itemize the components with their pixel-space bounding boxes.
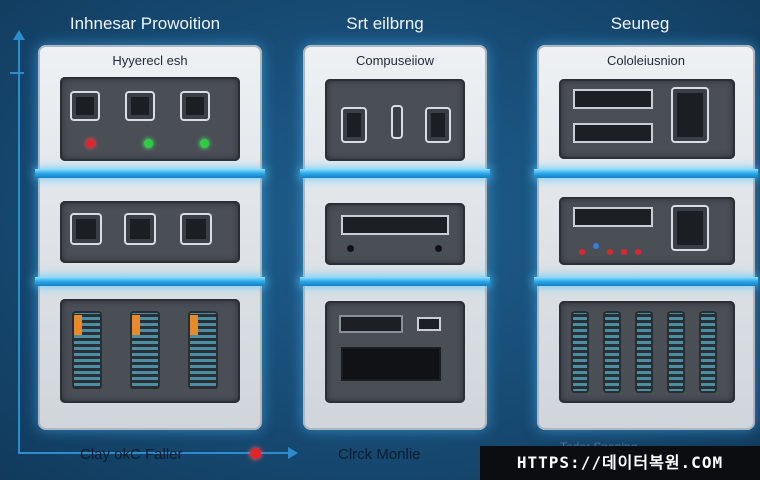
controller-slot <box>559 197 735 265</box>
drive-bar <box>573 207 653 227</box>
ethernet-port-icon <box>124 213 156 245</box>
rack-divider <box>300 169 490 178</box>
server-rack-right: Cololeiusnion <box>534 45 758 430</box>
module-chip-icon <box>132 315 140 335</box>
axis-tick <box>10 72 24 74</box>
drive-slot-bar <box>341 215 449 235</box>
heading-right: Seuneg <box>610 14 670 33</box>
storage-slot <box>559 79 735 159</box>
panel-title-right: Cololeiusnion <box>606 53 686 68</box>
ethernet-port-icon <box>180 91 210 121</box>
network-switch-slot <box>60 77 240 161</box>
vertical-axis <box>18 40 20 452</box>
port-panel-slot <box>60 201 240 263</box>
display-port-icon <box>671 205 709 251</box>
usb-port-icon <box>425 107 451 143</box>
heading-left: Inhnesar Prowoition <box>69 14 221 33</box>
panel-title-left: Hyyerecl esh <box>112 53 188 68</box>
status-led-red <box>607 249 613 255</box>
status-led-blue <box>593 243 599 249</box>
blade-icon <box>699 311 717 393</box>
status-led-red <box>579 249 585 255</box>
blade-slot <box>559 301 735 403</box>
status-led-green <box>200 139 209 148</box>
ethernet-port-icon <box>180 213 212 245</box>
connector-icon <box>391 105 403 139</box>
drive-bar <box>573 89 653 109</box>
usb-port-icon <box>341 107 367 143</box>
ethernet-port-icon <box>70 213 102 245</box>
module-slot <box>325 301 465 403</box>
module-bar <box>339 315 403 333</box>
rack-divider <box>35 277 265 286</box>
panel-title-center: Compuseiiow <box>355 53 435 68</box>
ethernet-port-icon <box>70 91 100 121</box>
drive-bay-slot <box>60 299 240 403</box>
indicator-dot <box>435 245 442 252</box>
ethernet-port-icon <box>125 91 155 121</box>
interface-slot <box>325 79 465 161</box>
indicator-dot <box>347 245 354 252</box>
module-chip-icon <box>190 315 198 335</box>
server-rack-left: Hyyerecl esh <box>35 45 265 430</box>
blade-icon <box>571 311 589 393</box>
drive-slot <box>325 203 465 265</box>
rack-divider <box>534 169 758 178</box>
bottom-label-left: Clay okC Faller <box>80 446 183 463</box>
axis-arrow-right-icon <box>288 447 298 459</box>
status-led-red <box>621 249 627 255</box>
axis-red-dot <box>250 448 261 459</box>
rack-divider <box>534 277 758 286</box>
blade-icon <box>635 311 653 393</box>
rack-divider <box>35 169 265 178</box>
display-port-icon <box>671 87 709 143</box>
module-chip-icon <box>74 315 82 335</box>
drive-bar <box>573 123 653 143</box>
status-led-red <box>635 249 641 255</box>
bottom-label-center: Clrck Monlie <box>338 446 421 463</box>
rack-divider <box>300 277 490 286</box>
status-led-green <box>144 139 153 148</box>
axis-arrow-up-icon <box>13 30 25 40</box>
status-led-red <box>86 139 95 148</box>
blade-icon <box>603 311 621 393</box>
module-tray <box>341 347 441 381</box>
module-bar <box>417 317 441 331</box>
blade-icon <box>667 311 685 393</box>
drive-bay-icon <box>72 311 102 389</box>
watermark-banner: HTTPS://데이터복원.COM <box>480 446 760 480</box>
heading-center: Srt eilbrng <box>346 14 424 33</box>
horizontal-axis <box>18 452 288 454</box>
server-rack-center: Compuseiiow <box>300 45 490 430</box>
